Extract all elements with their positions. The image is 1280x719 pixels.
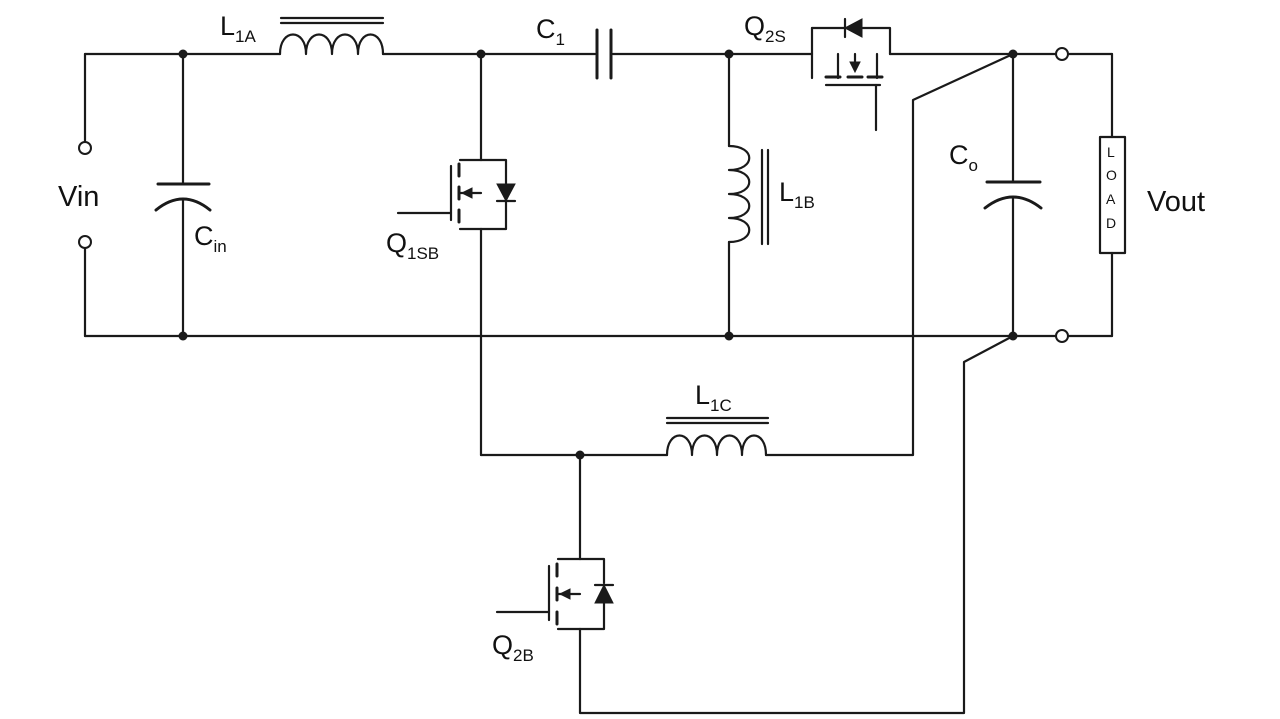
q2b-label: Q2B (492, 630, 534, 665)
cin-label: Cin (194, 221, 227, 256)
load-letter-3: A (1106, 191, 1116, 207)
vin-input: Vin (58, 52, 99, 338)
load-letter-4: D (1106, 215, 1116, 231)
vout-terminal-negative (1055, 329, 1069, 343)
output-stage: L O A D Vout (1055, 47, 1205, 343)
mosfet-q2s: Q2S (744, 11, 892, 132)
load-letter-1: L (1107, 144, 1115, 160)
vout-terminal-positive (1055, 47, 1069, 61)
l1b-label: L1B (779, 177, 815, 212)
capacitor-co: Co (949, 52, 1043, 338)
capacitor-cin: Cin (154, 52, 227, 338)
vin-terminal-negative (78, 235, 92, 249)
l1c-label: L1C (695, 380, 732, 415)
junction-dot (724, 49, 734, 59)
junction-dots (178, 49, 1018, 460)
capacitor-c1: C1 (536, 14, 613, 80)
inductor-l1a: L1A (220, 11, 385, 56)
q2s-label: Q2S (744, 11, 786, 46)
mosfet-q1sb: Q1SB (386, 52, 517, 457)
junction-dot (575, 450, 585, 460)
junction-dot (724, 331, 734, 341)
vin-label: Vin (58, 181, 99, 213)
c1-label: C1 (536, 14, 565, 49)
l1a-label: L1A (220, 11, 256, 46)
load-letter-2: O (1106, 167, 1117, 183)
co-label: Co (949, 140, 978, 175)
mosfet-q2b: Q2B (492, 334, 1015, 715)
inductor-l1c: L1C (479, 52, 1015, 457)
junction-dot (178, 331, 188, 341)
junction-dot (1008, 49, 1018, 59)
vin-terminal-positive (78, 141, 92, 155)
junction-dot (178, 49, 188, 59)
inductor-l1b: L1B (727, 52, 815, 338)
junction-dot (476, 49, 486, 59)
vout-label: Vout (1147, 186, 1205, 218)
junction-dot (1008, 331, 1018, 341)
q1sb-label: Q1SB (386, 228, 439, 263)
